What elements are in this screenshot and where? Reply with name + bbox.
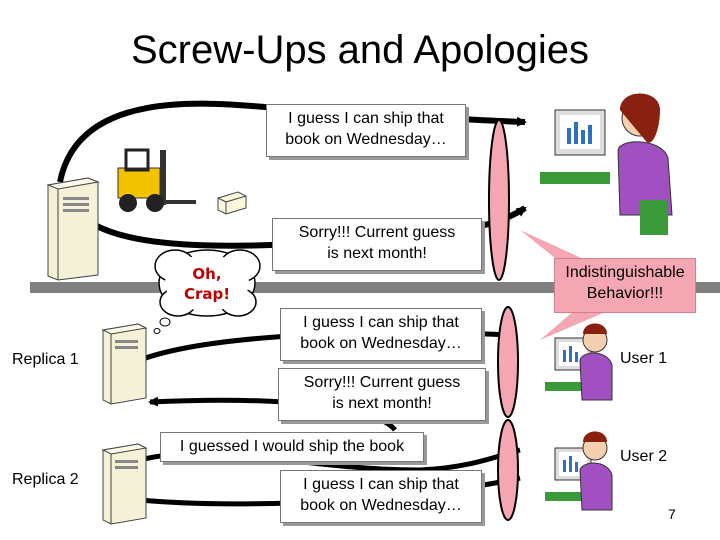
callout-pointer-up — [520, 230, 590, 262]
bottom-ship-message: I guess I can ship that book on Wednesda… — [280, 470, 482, 523]
top-sorry-message: Sorry!!! Current guess is next month! — [272, 218, 482, 271]
mid-ship-line2: book on Wednesday… — [300, 335, 462, 352]
user1-label: User 1 — [620, 350, 668, 367]
replica2-server-icon — [101, 443, 148, 525]
guessed-message: I guessed I would ship the book — [160, 432, 424, 462]
bottom-ship-line2: book on Wednesday… — [300, 497, 462, 514]
mid-ship-line1: I guess I can ship that — [303, 314, 459, 331]
replica1-label: Replica 1 — [12, 351, 79, 368]
slide-title: Screw-Ups and Apologies — [130, 28, 590, 72]
route-ellipse-top — [488, 119, 510, 281]
top-server-icon — [46, 177, 100, 281]
callout-line2: Behavior!!! — [586, 285, 664, 302]
top-sorry-line1: Sorry!!! Current guess — [298, 224, 456, 241]
oh-crap-line1: Oh, — [192, 265, 222, 283]
oh-crap-text: Oh, Crap! — [172, 264, 242, 304]
top-user-at-computer-icon — [540, 93, 673, 235]
top-ship-line1: I guess I can ship that — [288, 110, 444, 127]
replica1-server-icon — [101, 323, 148, 405]
replica2-label: Replica 2 — [12, 471, 79, 488]
guessed-text: I guessed I would ship the book — [179, 438, 405, 455]
forklift-icon — [117, 148, 196, 212]
indistinguishable-callout: Indistinguishable Behavior!!! — [554, 258, 696, 313]
top-ship-message: I guess I can ship that book on Wednesda… — [266, 104, 466, 157]
oh-crap-line2: Crap! — [183, 285, 231, 303]
user1-at-computer-icon — [545, 323, 613, 401]
callout-pointer-down — [540, 310, 610, 340]
package-box-icon — [217, 191, 247, 215]
route-ellipse-mid — [497, 306, 519, 418]
mid-sorry-message: Sorry!!! Current guess is next month! — [278, 368, 486, 421]
divider-bar — [30, 282, 720, 293]
mid-ship-message: I guess I can ship that book on Wednesda… — [280, 308, 482, 361]
mid-sorry-line1: Sorry!!! Current guess — [303, 374, 461, 391]
user2-at-computer-icon — [545, 431, 613, 511]
top-sorry-line2: is next month! — [327, 245, 427, 262]
route-ellipse-bottom — [497, 419, 519, 521]
top-ship-line2: book on Wednesday… — [285, 131, 447, 148]
mid-sorry-line2: is next month! — [332, 395, 432, 412]
callout-line1: Indistinguishable — [565, 264, 685, 281]
page-number: 7 — [668, 506, 676, 522]
user2-label: User 2 — [620, 448, 668, 465]
bottom-ship-line1: I guess I can ship that — [303, 476, 459, 493]
thought-cloud — [153, 249, 261, 334]
